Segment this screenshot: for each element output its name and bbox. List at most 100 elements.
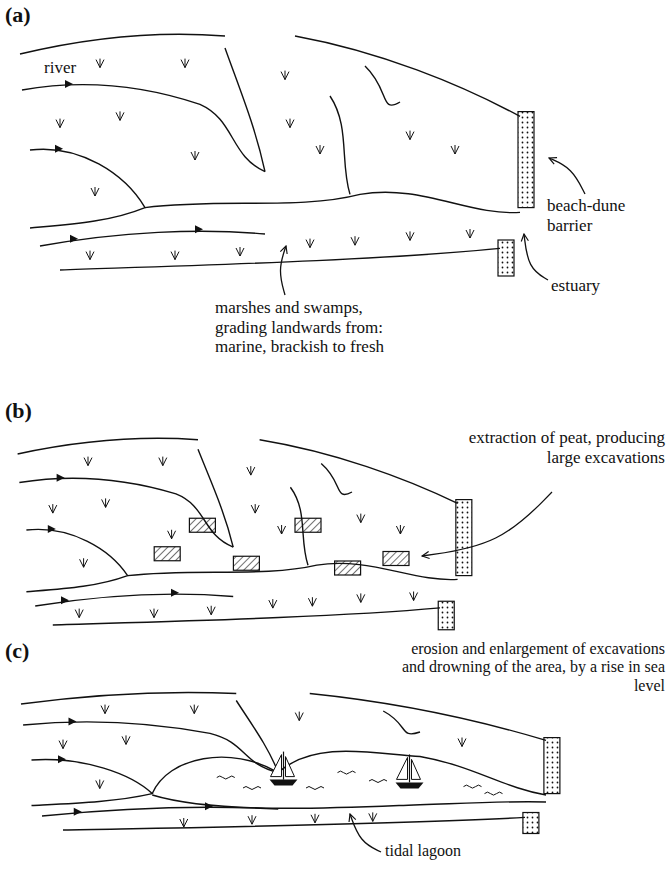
marsh-symbol <box>311 814 319 823</box>
marsh-symbol <box>248 815 256 824</box>
channel-line <box>236 701 278 773</box>
peat-excavation <box>233 556 259 570</box>
marsh-symbol <box>357 514 365 523</box>
note: erosion and enlargement of excavations a… <box>398 640 665 695</box>
channel-line <box>60 248 500 270</box>
boat-hull <box>396 782 424 788</box>
channel-line <box>18 438 198 454</box>
peat-excavation <box>189 518 215 532</box>
channel-line <box>145 192 520 212</box>
panel-letter: (a) <box>5 2 31 27</box>
channel-line <box>31 760 152 806</box>
panel-a <box>20 34 534 276</box>
channel-line <box>21 692 236 704</box>
leader-arrow <box>280 246 286 295</box>
flow-arrow <box>61 596 69 604</box>
marsh-symbol <box>84 457 92 466</box>
landscape <box>20 34 520 270</box>
panel-c <box>21 692 560 833</box>
leaders <box>280 158 585 852</box>
marsh-symbol <box>96 59 104 68</box>
flow-arrow <box>58 755 66 763</box>
marsh-symbol <box>59 740 67 749</box>
marsh-symbol <box>168 530 176 539</box>
channel-line <box>330 96 350 194</box>
feature-label: river <box>44 58 76 78</box>
marsh-symbol <box>306 239 314 248</box>
marsh-symbol <box>122 735 130 744</box>
flow-arrow <box>55 145 63 153</box>
marsh-symbol <box>86 251 94 260</box>
flow-arrow <box>57 474 65 482</box>
marsh-symbol <box>56 119 64 128</box>
marsh-symbol <box>247 466 255 475</box>
flow-arrow <box>205 802 213 810</box>
boat-sail <box>271 755 295 777</box>
marsh-symbol <box>278 525 286 534</box>
peat-excavation <box>295 518 321 532</box>
marsh-symbol <box>159 457 167 466</box>
channel-line <box>260 440 458 504</box>
channel-line <box>26 529 127 591</box>
peat-excavation <box>383 552 409 566</box>
marsh-symbol <box>286 119 294 128</box>
landscape <box>18 438 458 625</box>
feature-label: tidal lagoon <box>385 842 461 860</box>
channel-line <box>63 817 525 830</box>
marsh-symbol <box>116 111 124 120</box>
marsh-symbol <box>91 187 99 196</box>
channel-line <box>321 464 352 495</box>
channel-line <box>365 66 400 105</box>
channel-line <box>23 722 278 773</box>
beach-dune-barrier <box>523 813 539 834</box>
feature-label: beach-dune barrier <box>547 196 665 235</box>
boat-mast <box>283 752 284 780</box>
marsh-symbol <box>80 558 88 567</box>
marsh-symbol <box>357 593 365 602</box>
marsh-symbol <box>406 131 414 140</box>
boat-sail <box>397 757 421 779</box>
water-wave <box>338 771 356 774</box>
marsh-symbol <box>75 609 83 618</box>
marsh-symbol <box>150 609 158 618</box>
marsh-symbol <box>308 597 316 606</box>
water-wave <box>306 787 324 790</box>
channel-line <box>53 608 440 625</box>
marsh-symbol <box>191 151 199 160</box>
beach-dune-barrier <box>498 240 514 276</box>
flow-arrow <box>195 225 203 233</box>
leader-arrow <box>549 158 585 194</box>
water-wave <box>485 792 503 795</box>
note: extraction of peat, producing large exca… <box>468 428 665 467</box>
marsh-symbol <box>295 712 303 721</box>
channel-line <box>30 149 145 228</box>
flow-arrow <box>65 80 73 88</box>
marsh-symbol <box>190 705 198 714</box>
water-wave <box>243 787 261 790</box>
channel-line <box>40 231 265 246</box>
marsh-symbol <box>49 504 57 513</box>
channel-line <box>225 48 265 172</box>
marsh-symbol <box>406 231 414 240</box>
beach-dune-barrier <box>544 738 560 794</box>
beach-dune-barrier <box>456 500 472 576</box>
peat-excavation <box>154 547 180 561</box>
marsh-symbol <box>369 812 377 821</box>
channel-line <box>20 34 225 54</box>
channel-line <box>35 594 233 606</box>
water-wave <box>217 776 235 779</box>
boat-hull <box>270 780 298 786</box>
channel-line <box>42 807 278 816</box>
channel-line <box>19 478 233 547</box>
marsh-symbol <box>269 599 277 608</box>
channel-line <box>383 711 420 734</box>
beach-dune-barrier <box>518 112 534 208</box>
sailboat <box>396 754 424 788</box>
marsh-symbol <box>101 705 109 714</box>
marsh-symbol <box>281 71 289 80</box>
marsh-symbol <box>207 606 215 615</box>
boat-mast <box>409 754 410 782</box>
marsh-symbol <box>316 145 324 154</box>
beach-dune-barrier <box>438 601 454 630</box>
feature-label: estuary <box>551 276 600 296</box>
